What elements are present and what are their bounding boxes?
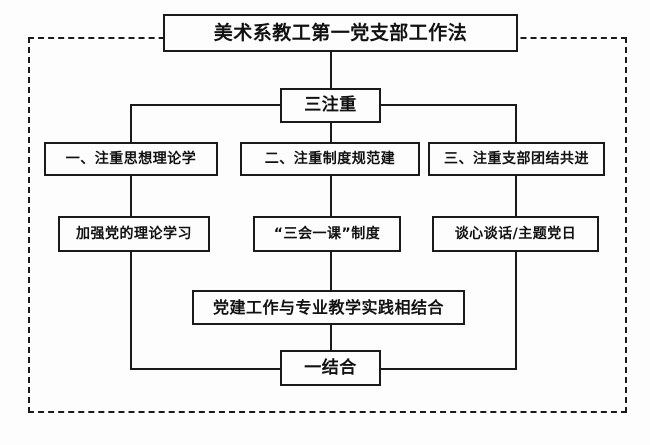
title-box: 美术系教工第一党支部工作法 bbox=[163, 14, 518, 52]
integration-text: 党建工作与专业教学实践相结合 bbox=[212, 297, 444, 317]
child-box-3: 谈心谈话/主题党日 bbox=[432, 216, 599, 252]
connector-integration-to-conclusion bbox=[330, 325, 332, 350]
branch-box-3: 三、注重支部团结共进 bbox=[428, 142, 605, 176]
connector-child2-to-integration bbox=[330, 252, 332, 290]
child-box-1: 加强党的理论学习 bbox=[58, 216, 210, 252]
connector-title-to-core bbox=[330, 50, 332, 90]
connector-child3-down bbox=[515, 252, 517, 370]
child-box-2: “三会一课”制度 bbox=[253, 216, 401, 252]
child-label-1: 加强党的理论学习 bbox=[76, 226, 192, 242]
conclusion-box: 一结合 bbox=[280, 350, 381, 386]
connector-bar-to-branch-3 bbox=[515, 104, 517, 144]
branch-box-2: 二、注重制度规范建 bbox=[240, 142, 420, 176]
connector-bar-to-branch-1 bbox=[130, 104, 132, 144]
connector-child3-to-conclusion bbox=[380, 368, 517, 370]
connector-branch2-to-child2 bbox=[330, 175, 332, 217]
title-text: 美术系教工第一党支部工作法 bbox=[213, 21, 468, 44]
branch-label-1: 一、注重思想理论学 bbox=[65, 151, 197, 167]
branch-box-1: 一、注重思想理论学 bbox=[44, 142, 218, 176]
connector-core-right-bar bbox=[380, 104, 517, 106]
child-label-3: 谈心谈话/主题党日 bbox=[454, 226, 577, 242]
connector-child1-to-conclusion bbox=[130, 368, 280, 370]
conclusion-text: 一结合 bbox=[304, 357, 357, 378]
connector-core-left-bar bbox=[130, 104, 282, 106]
branch-label-2: 二、注重制度规范建 bbox=[264, 151, 396, 167]
child-label-2: “三会一课”制度 bbox=[273, 226, 381, 242]
branch-label-3: 三、注重支部团结共进 bbox=[444, 151, 589, 167]
connector-child1-down bbox=[130, 252, 132, 370]
core-text: 三注重 bbox=[304, 95, 357, 115]
integration-box: 党建工作与专业教学实践相结合 bbox=[192, 290, 465, 325]
connector-branch3-to-child3 bbox=[515, 175, 517, 217]
connector-core-to-branch-2 bbox=[330, 122, 332, 144]
core-box: 三注重 bbox=[280, 88, 381, 123]
connector-branch1-to-child1 bbox=[130, 175, 132, 217]
